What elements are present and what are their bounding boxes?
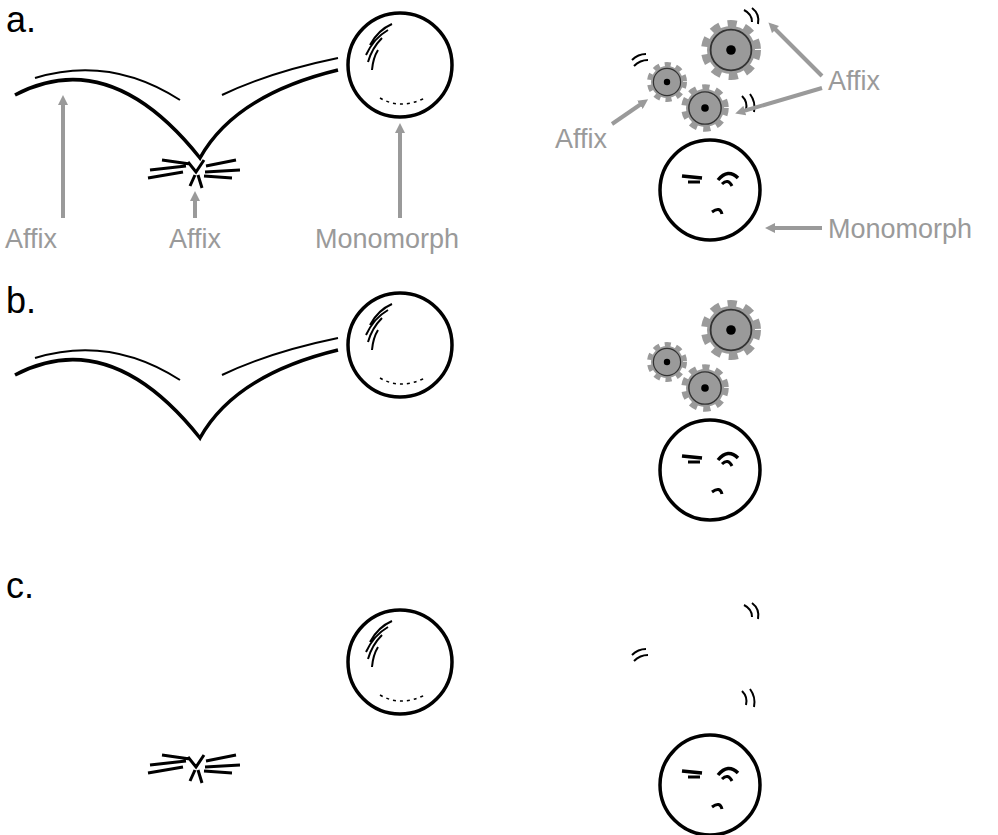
part-label: Affix bbox=[828, 68, 880, 95]
part-label: Monomorph bbox=[315, 226, 459, 253]
ball-shape bbox=[348, 293, 452, 397]
face-icon bbox=[660, 735, 760, 835]
splash-shape bbox=[148, 160, 240, 188]
part-label: Affix bbox=[555, 126, 607, 153]
part-label: Affix bbox=[169, 226, 221, 253]
face-icon bbox=[660, 420, 760, 520]
leader-arrows bbox=[63, 26, 822, 228]
motion-marks bbox=[632, 603, 758, 707]
gears-icon bbox=[651, 306, 755, 407]
ball-shape bbox=[348, 13, 452, 117]
ball-shape bbox=[348, 610, 452, 714]
panel-letter: b. bbox=[6, 283, 36, 319]
wing-shape bbox=[15, 338, 338, 438]
panel-letter: a. bbox=[6, 2, 36, 38]
part-label: Monomorph bbox=[828, 216, 972, 243]
part-label: Affix bbox=[5, 226, 57, 253]
gears-icon bbox=[651, 26, 755, 127]
splash-shape bbox=[148, 755, 240, 783]
panel-letter: c. bbox=[6, 568, 34, 604]
face-icon bbox=[660, 140, 760, 240]
